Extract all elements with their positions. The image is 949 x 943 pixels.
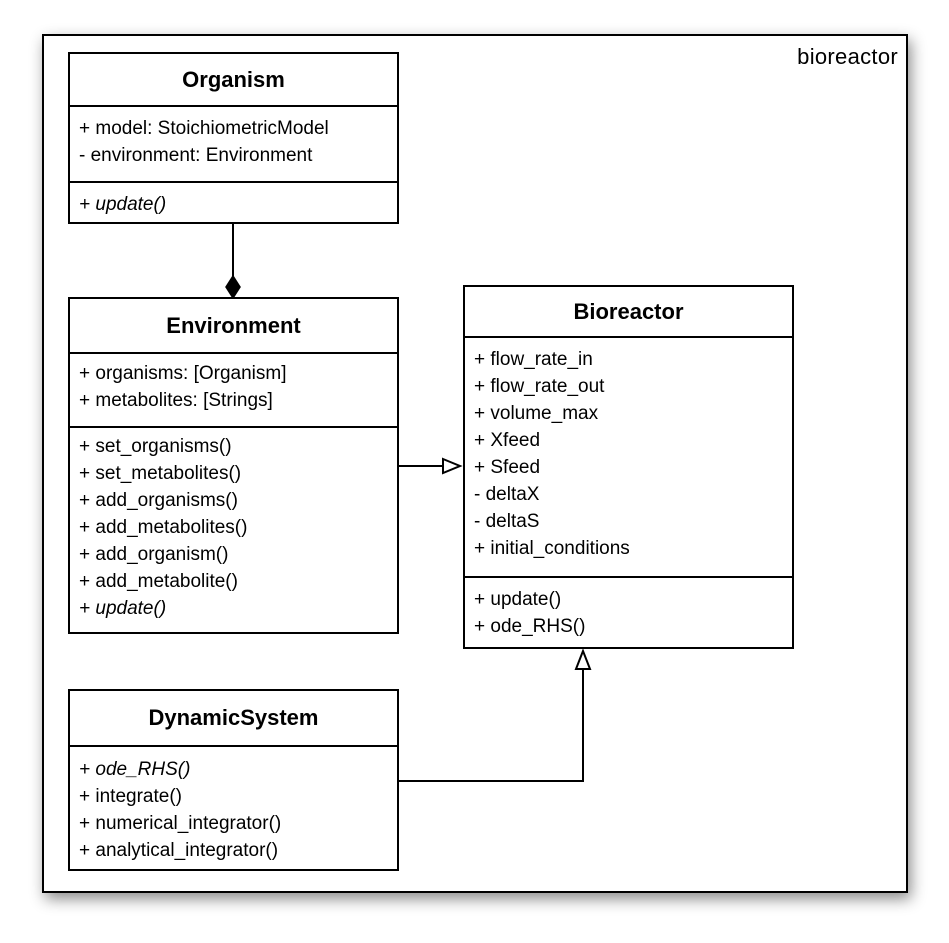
attribute: + Sfeed	[474, 457, 541, 478]
operation: + add_organisms()	[79, 490, 238, 511]
attributes-section: + organisms: [Organism] + metabolites: […	[70, 354, 397, 426]
attributes-section: + model: StoichiometricModel - environme…	[70, 107, 397, 181]
operation: + add_metabolites()	[79, 517, 248, 538]
attribute: + Xfeed	[474, 430, 541, 451]
class-organism[interactable]: Organism + model: StoichiometricModel - …	[68, 52, 399, 224]
abstract-operation: + ode_RHS()	[79, 759, 191, 780]
attribute: + flow_rate_in	[474, 349, 593, 370]
operation: + integrate()	[79, 786, 182, 807]
generalization-arrowhead-icon	[442, 457, 463, 475]
attributes-section: + flow_rate_in + flow_rate_out + volume_…	[465, 338, 792, 576]
operation: + add_organism()	[79, 544, 229, 565]
operation: + set_organisms()	[79, 436, 232, 457]
class-name: Environment	[70, 299, 397, 354]
package-label: bioreactor	[797, 44, 898, 69]
attribute: + model: StoichiometricModel	[79, 118, 329, 139]
class-dynamicsystem[interactable]: DynamicSystem + ode_RHS() + integrate() …	[68, 689, 399, 871]
class-name: Organism	[70, 54, 397, 107]
abstract-operation: + update()	[79, 194, 167, 215]
operation: + add_metabolite()	[79, 571, 238, 592]
operation: + update()	[474, 589, 562, 610]
operations-section: + update() + ode_RHS()	[465, 576, 792, 640]
operation: + ode_RHS()	[474, 616, 586, 637]
operation: + numerical_integrator()	[79, 813, 282, 834]
attribute: + volume_max	[474, 403, 599, 424]
attribute: - deltaX	[474, 484, 540, 505]
attribute: + metabolites: [Strings]	[79, 390, 273, 411]
operations-section: + set_organisms() + set_metabolites() + …	[70, 426, 397, 622]
generalization-arrowhead-icon	[574, 648, 592, 670]
attribute: + flow_rate_out	[474, 376, 605, 397]
composition-diamond-icon	[225, 274, 241, 300]
class-name: Bioreactor	[465, 287, 792, 338]
operation: + set_metabolites()	[79, 463, 242, 484]
abstract-operation: + update()	[79, 598, 167, 619]
attribute: + organisms: [Organism]	[79, 363, 287, 384]
class-bioreactor[interactable]: Bioreactor + flow_rate_in + flow_rate_ou…	[463, 285, 794, 649]
class-name: DynamicSystem	[70, 691, 397, 747]
generalization-line-dynamicsystem	[399, 669, 584, 782]
attribute: + initial_conditions	[474, 538, 630, 559]
attribute: - deltaS	[474, 511, 540, 532]
operations-section: + update()	[70, 181, 397, 218]
operations-section: + ode_RHS() + integrate() + numerical_in…	[70, 747, 397, 864]
attribute: - environment: Environment	[79, 145, 313, 166]
operation: + analytical_integrator()	[79, 840, 279, 861]
class-environment[interactable]: Environment + organisms: [Organism] + me…	[68, 297, 399, 634]
